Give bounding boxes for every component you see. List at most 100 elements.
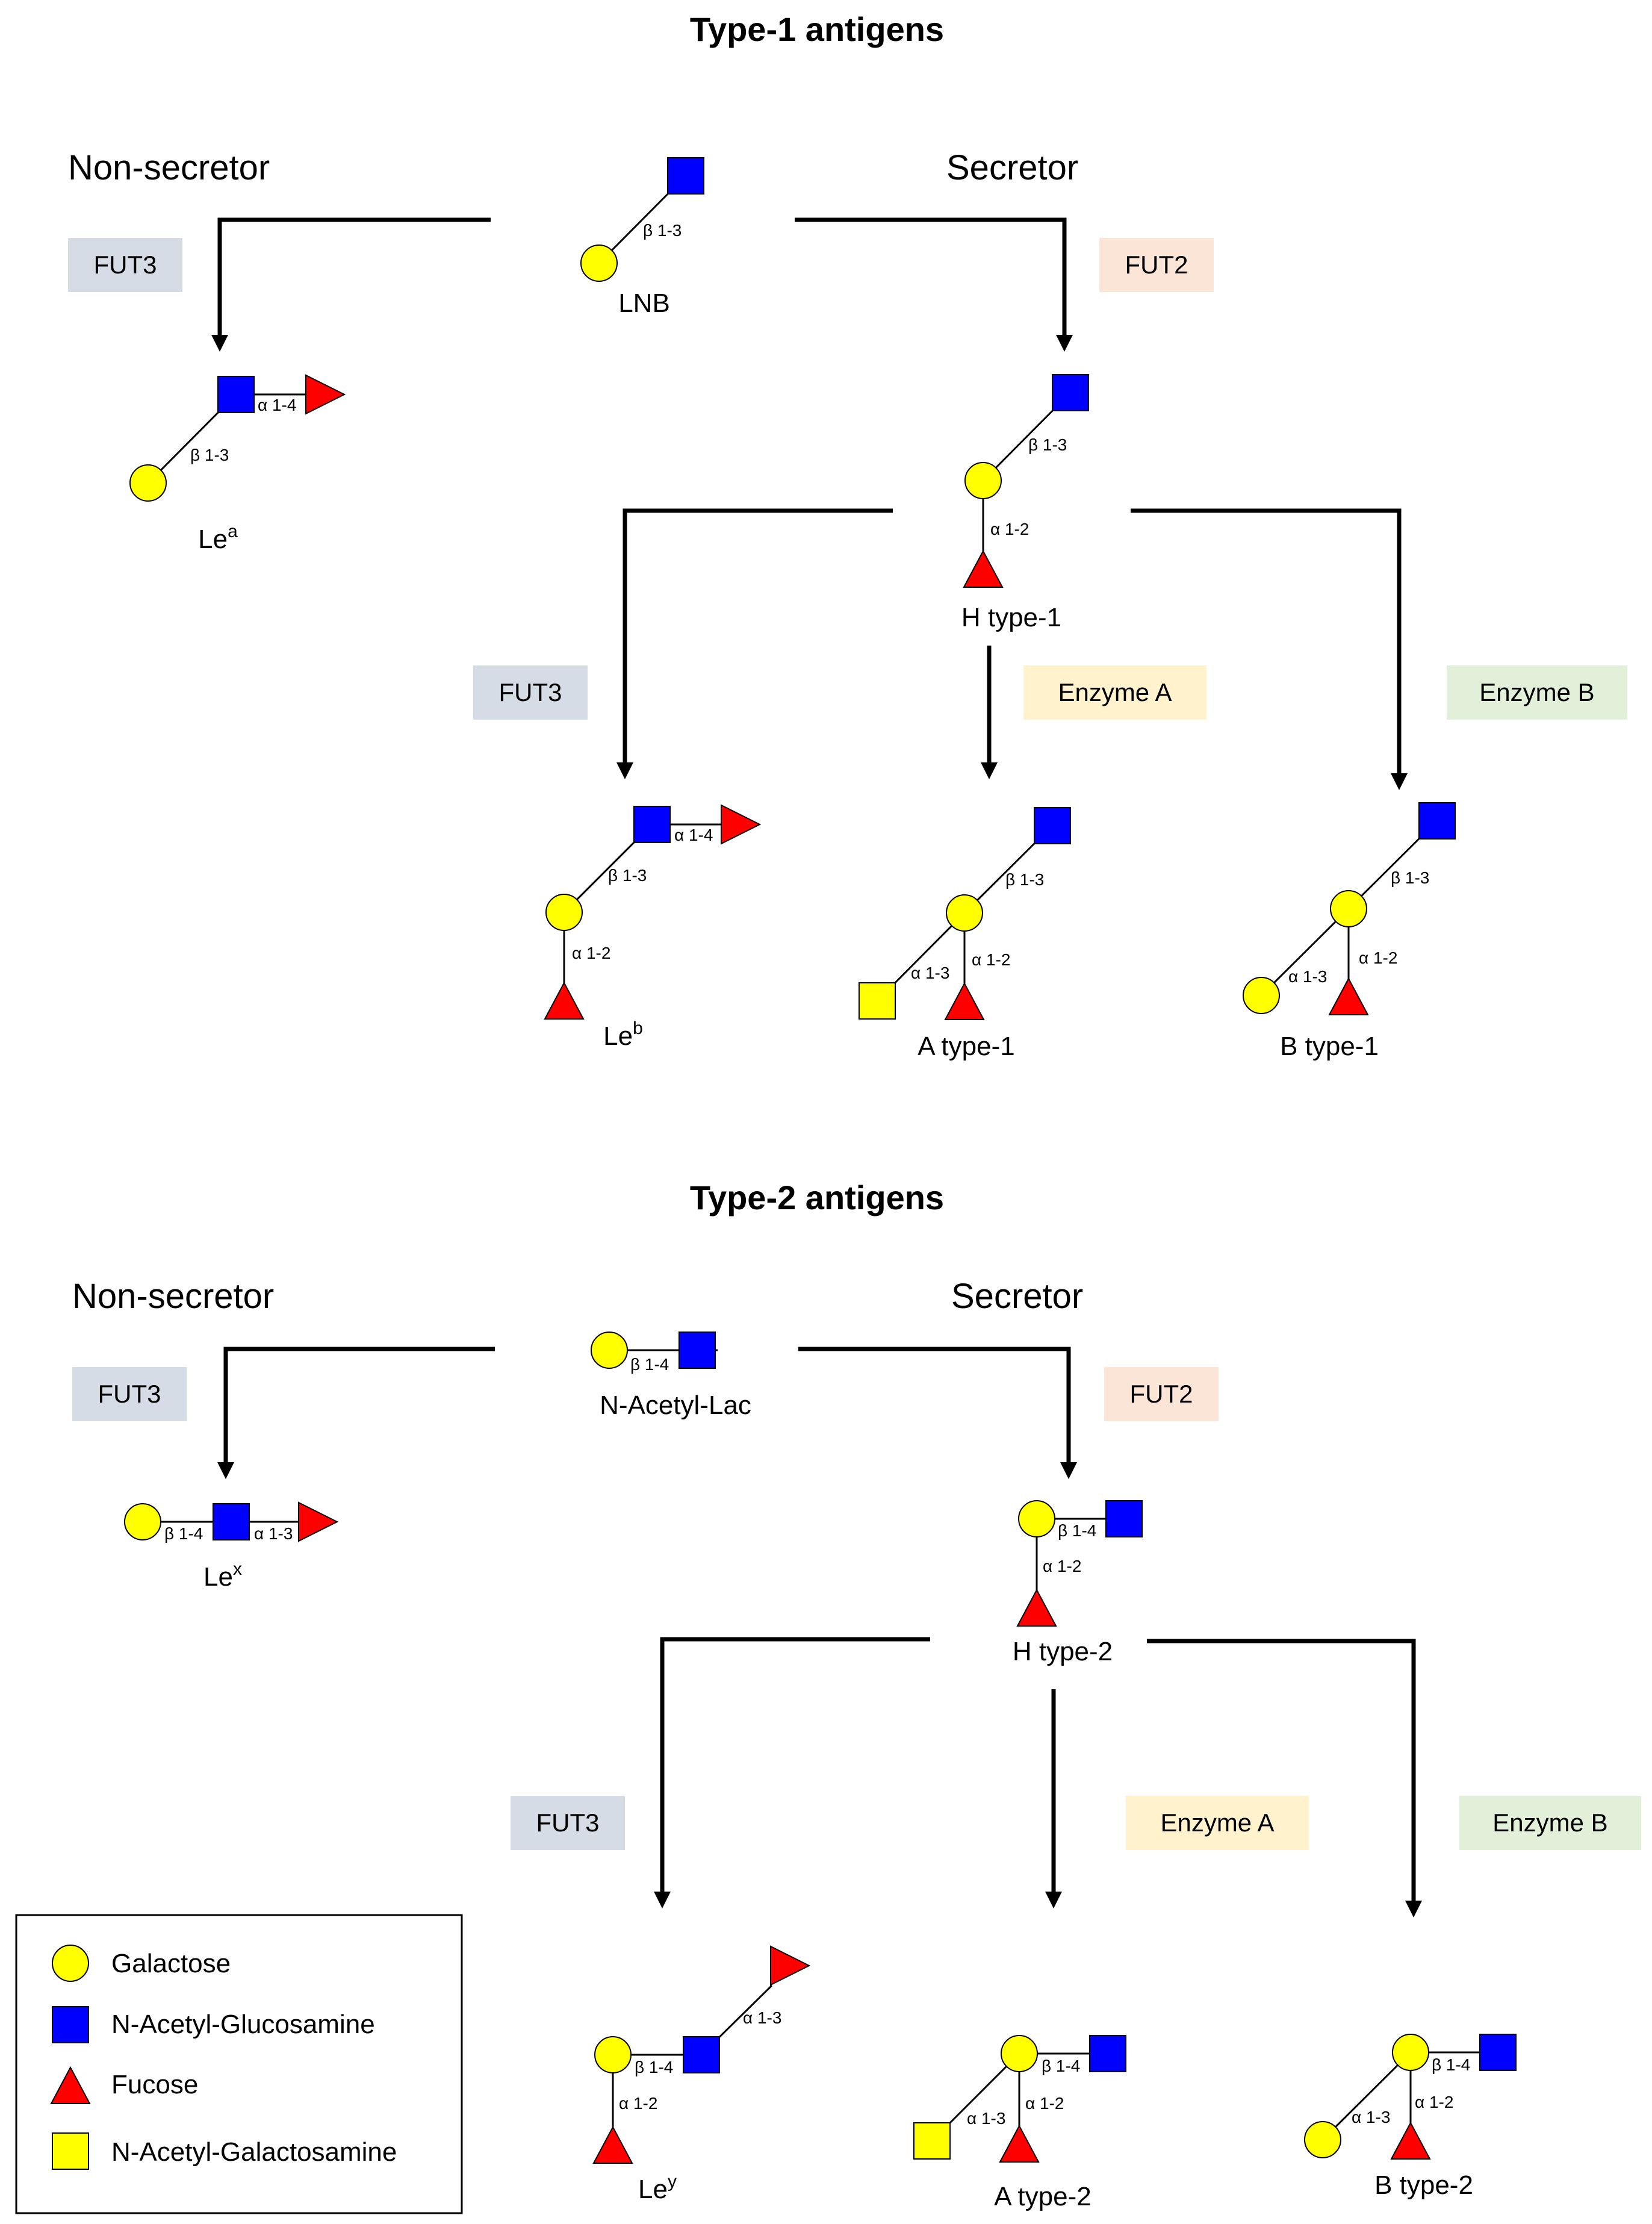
fucose-triangle	[963, 549, 1004, 588]
n-acetyl-glucosamine-square	[678, 1332, 716, 1369]
n-acetyl-glucosamine-square	[213, 1503, 250, 1540]
structure-name: A type-1	[918, 1032, 1014, 1061]
type2-enzyme-b: Enzyme B	[1459, 1796, 1641, 1850]
fucose-triangle	[544, 981, 585, 1020]
type2-structure-a-type-2: β 1-4 α 1-3 α 1-2 A type-2	[913, 2035, 1126, 2211]
fucose-triangle	[944, 982, 985, 1020]
galactose-circle	[1392, 2034, 1429, 2071]
enzyme-box	[1023, 665, 1206, 720]
n-acetyl-glucosamine-square	[1052, 374, 1089, 411]
linkage-label: β 1-3	[190, 446, 229, 464]
galactose-circle	[1330, 890, 1367, 927]
linkage-label: β 1-3	[643, 221, 682, 240]
linkage-label: β 1-3	[1005, 870, 1044, 889]
linkage-label: α 1-2	[572, 944, 610, 962]
structure-name: LNB	[618, 288, 670, 318]
linkage-label: α 1-2	[1415, 2093, 1453, 2111]
enzyme-label: FUT2	[1125, 251, 1188, 279]
linkage-label: β 1-4	[630, 1355, 669, 1374]
legend-label: Galactose	[111, 1949, 231, 1978]
enzyme-box	[1126, 1796, 1309, 1850]
galactose-circle	[1018, 1500, 1055, 1537]
structure-name: B type-2	[1374, 2170, 1473, 2200]
legend-box	[15, 1914, 463, 2214]
linkage-label: α 1-3	[743, 2008, 781, 2027]
legend-label: N-Acetyl-Galactosamine	[111, 2137, 397, 2167]
linkage-label: α 1-4	[258, 396, 296, 414]
type2-structure-b-type-2: β 1-4 α 1-3 α 1-2 B type-2	[1304, 2034, 1517, 2200]
type1-arrow-to-b1	[1131, 508, 1408, 790]
n-acetyl-glucosamine-square	[1034, 807, 1071, 844]
type1-structure-a-type-1: β 1-3 α 1-3 α 1-2 A type-1	[859, 807, 1071, 1061]
type1-section: Type-1 antigens Non-secretor Secretor FU…	[68, 10, 1627, 1061]
type1-title: Type-1 antigens	[690, 10, 944, 48]
fucose-triangle-icon	[50, 2066, 91, 2104]
n-acetyl-glucosamine-square	[683, 2036, 720, 2073]
galactose-circle	[1243, 977, 1280, 1014]
fucose-triangle	[592, 2125, 633, 2164]
legend-item-galactose: Galactose	[52, 1945, 231, 1982]
n-acetyl-glucosamine-square	[1479, 2034, 1517, 2071]
structure-name: Ley	[638, 2172, 677, 2204]
type2-fut2-enzyme: FUT2	[1104, 1367, 1219, 1421]
n-acetyl-galactosamine-square	[913, 2122, 951, 2160]
type1-structure-lnb: β 1-3 LNB	[580, 157, 704, 318]
legend-label: N-Acetyl-Glucosamine	[111, 2010, 375, 2039]
enzyme-box	[511, 1796, 625, 1850]
n-acetyl-glucosamine-square	[1089, 2035, 1126, 2072]
enzyme-box	[1099, 238, 1214, 292]
type1-arrow-non-secretor	[211, 217, 491, 352]
type2-arrow-secretor	[798, 1347, 1077, 1479]
linkage-label: α 1-2	[1043, 1557, 1081, 1575]
linkage-label: α 1-2	[619, 2094, 657, 2113]
galactose-circle	[964, 462, 1002, 499]
n-acetyl-galactosamine-square	[859, 982, 896, 1020]
type1-enzyme-a: Enzyme A	[1023, 665, 1206, 720]
type1-secretor-heading: Secretor	[946, 148, 1078, 187]
fucose-triangle	[1016, 1588, 1057, 1627]
type2-arrow-non-secretor	[217, 1347, 495, 1479]
type2-structure-n-acetyl-lac: β 1-4 N-Acetyl-Lac	[591, 1332, 751, 1420]
fucose-triangle	[305, 374, 346, 415]
n-acetyl-glucosamine-square	[1418, 802, 1456, 839]
legend: Galactose N-Acetyl-Glucosamine Fucose N-…	[15, 1914, 463, 2214]
structure-name: H type-2	[1013, 1637, 1113, 1666]
type1-structure-h-type-1: β 1-3 α 1-2 H type-1	[961, 374, 1089, 632]
n-acetyl-glucosamine-square	[217, 376, 255, 413]
structure-name: Leb	[603, 1018, 643, 1051]
enzyme-label: FUT3	[499, 678, 562, 706]
galactose-circle	[124, 1503, 161, 1540]
type2-fut3-mid-enzyme: FUT3	[511, 1796, 625, 1850]
linkage-label: α 1-2	[1025, 2094, 1064, 2113]
fucose-triangle	[999, 2124, 1040, 2163]
type2-section: Type-2 antigens Non-secretor Secretor FU…	[72, 1179, 1641, 2211]
enzyme-box	[1104, 1367, 1219, 1421]
galactose-circle	[1304, 2121, 1341, 2158]
type1-fut3-left-enzyme: FUT3	[68, 238, 182, 292]
enzyme-box	[72, 1367, 187, 1421]
structure-name: H type-1	[961, 603, 1061, 632]
linkage-label: β 1-3	[1028, 435, 1067, 454]
structure-name: A type-2	[994, 2182, 1091, 2211]
legend-item-n-acetyl-glucosamine: N-Acetyl-Glucosamine	[52, 2006, 375, 2043]
structure-name: N-Acetyl-Lac	[600, 1391, 751, 1420]
linkage-label: β 1-4	[1058, 1521, 1096, 1540]
linkage-label: β 1-4	[1042, 2057, 1080, 2075]
type1-arrow-to-leb	[616, 508, 893, 779]
enzyme-box	[1459, 1796, 1641, 1850]
structure-name: B type-1	[1280, 1032, 1379, 1061]
type2-structure-h-type-2: β 1-4 α 1-2 H type-2	[1013, 1500, 1143, 1666]
linkage-label: α 1-3	[254, 1524, 293, 1543]
fucose-triangle	[721, 804, 762, 845]
type1-structure-lea: β 1-3 α 1-4 Lea	[129, 374, 346, 554]
glycosidic-bond	[1260, 908, 1350, 997]
fucose-triangle	[770, 1945, 811, 1986]
n-acetyl-glucosamine-square	[667, 157, 704, 195]
enzyme-label: Enzyme A	[1160, 1808, 1274, 1837]
fucose-triangle	[298, 1501, 339, 1542]
type2-arrow-to-ley	[654, 1637, 930, 1908]
type1-enzyme-b: Enzyme B	[1447, 665, 1627, 720]
galactose-circle	[594, 2036, 632, 2073]
enzyme-box	[473, 665, 588, 720]
